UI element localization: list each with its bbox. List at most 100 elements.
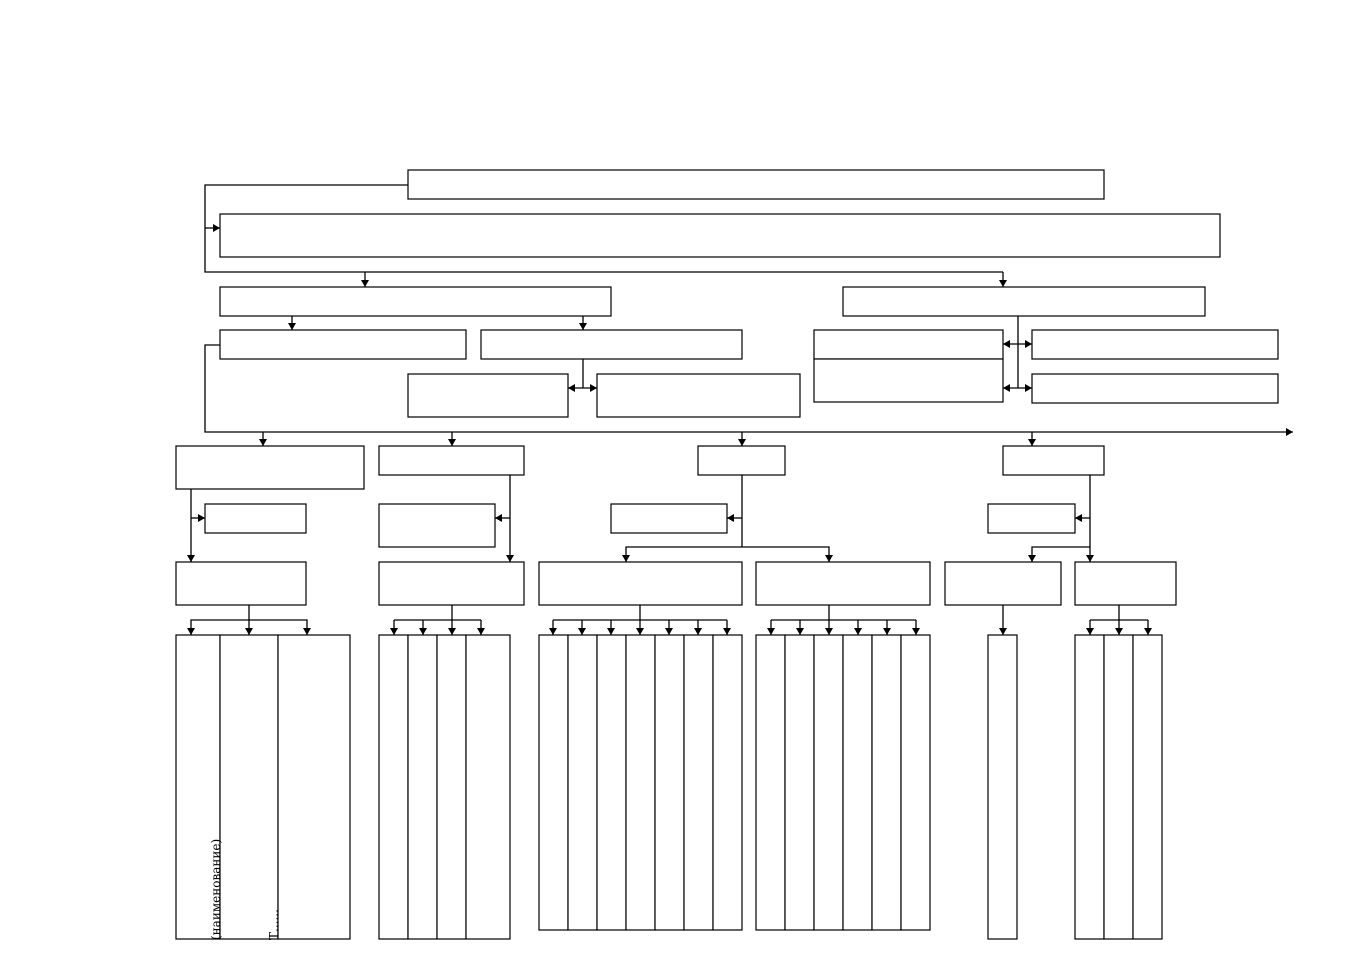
arrow-col2-mid bbox=[506, 555, 514, 562]
arrow-col4-b bbox=[1086, 555, 1094, 562]
col3b-leaf-6 bbox=[900, 634, 931, 931]
arrow-col3b-leaf-1 bbox=[796, 628, 804, 635]
col3b-leaf-1 bbox=[755, 634, 786, 931]
arrow-d bbox=[590, 384, 597, 392]
arrow-drop-col1 bbox=[259, 439, 267, 446]
col4b-leaf-1 bbox=[1074, 634, 1105, 940]
arrow-ra-r bbox=[1025, 340, 1032, 348]
col2-leaf-3 bbox=[436, 634, 467, 940]
right-sub-d bbox=[1031, 373, 1279, 404]
arrow-col2-side bbox=[495, 514, 502, 522]
arrow-col3b-leaf-4 bbox=[883, 628, 891, 635]
arrow-col3-b bbox=[825, 555, 833, 562]
arrow-col3a-leaf-5 bbox=[694, 628, 702, 635]
arrow-ra-l bbox=[1003, 340, 1010, 348]
col2-leaf-4 bbox=[465, 634, 511, 940]
col3b-leaf-4 bbox=[842, 634, 873, 931]
col3-split bbox=[625, 546, 830, 562]
right-sub-a bbox=[813, 329, 1004, 360]
left-sub-a bbox=[219, 329, 467, 360]
col1-label-b: Т...... bbox=[267, 909, 281, 940]
col3a-leaf-7 bbox=[712, 634, 743, 931]
arrow-col1-leaf-2 bbox=[303, 628, 311, 635]
arrow-col2-leaf-0 bbox=[390, 628, 398, 635]
arrow-col2-leaf-1 bbox=[419, 628, 427, 635]
arrow-col4-a bbox=[1028, 555, 1036, 562]
arrow-col4-side bbox=[1075, 514, 1082, 522]
left-sub-b bbox=[480, 329, 743, 360]
diagram-boxes bbox=[175, 169, 1279, 940]
arrow-col3-a bbox=[622, 555, 630, 562]
arrow-col3a-leaf-2 bbox=[607, 628, 615, 635]
arrow-col4b-leaf-1 bbox=[1115, 628, 1123, 635]
right-sub-c bbox=[1031, 329, 1279, 360]
col2-leaf-1 bbox=[378, 634, 409, 940]
arrow-col3-side bbox=[727, 514, 734, 522]
col3-head bbox=[697, 445, 786, 476]
col1-fan-r bbox=[249, 619, 308, 635]
second-box bbox=[219, 213, 1221, 258]
arrow-bus-end bbox=[1286, 428, 1293, 436]
col4-head bbox=[1002, 445, 1105, 476]
arrow-left-branch bbox=[361, 280, 369, 287]
col2-leaf-2 bbox=[407, 634, 438, 940]
col3b-leaf-5 bbox=[871, 634, 902, 931]
arrow-col2-leaf-3 bbox=[477, 628, 485, 635]
col1-leaf-2 bbox=[219, 634, 279, 940]
col4-split bbox=[1031, 546, 1090, 562]
arrow-lb-a bbox=[288, 323, 296, 330]
main-bus bbox=[204, 344, 1293, 433]
arrow-col3a-leaf-6 bbox=[723, 628, 731, 635]
arrow-right-branch bbox=[999, 280, 1007, 287]
col3a-leaf-5 bbox=[654, 634, 685, 931]
col3-mid-a bbox=[538, 561, 743, 606]
arrow-drop-col4 bbox=[1028, 439, 1036, 446]
arrow-col3b-leaf-3 bbox=[854, 628, 862, 635]
arrow-rb-l bbox=[1003, 384, 1010, 392]
col3a-leaf-6 bbox=[683, 634, 714, 931]
diagram-connectors bbox=[187, 184, 1293, 635]
arrow-col4b-leaf-0 bbox=[1086, 628, 1094, 635]
col4-side bbox=[987, 503, 1076, 534]
col4a-leaf-1 bbox=[987, 634, 1018, 940]
arrow-col4a-leaf bbox=[999, 628, 1007, 635]
col2-head bbox=[378, 445, 525, 476]
left-sub-c bbox=[407, 373, 569, 418]
col3a-leaf-2 bbox=[567, 634, 598, 931]
col3a-leaf-4 bbox=[625, 634, 656, 931]
col3-mid-b bbox=[755, 561, 931, 606]
col3b-leaf-3 bbox=[813, 634, 844, 931]
col3a-leaf-1 bbox=[538, 634, 569, 931]
col2-mid bbox=[378, 561, 525, 606]
col4b-leaf-3 bbox=[1132, 634, 1163, 940]
arrow-c bbox=[568, 384, 575, 392]
arrow-col1-mid bbox=[187, 555, 195, 562]
right-sub-b bbox=[813, 358, 1004, 403]
arrow-col3a-leaf-3 bbox=[636, 628, 644, 635]
right-branch-box bbox=[842, 286, 1206, 317]
col4-mid-b bbox=[1074, 561, 1177, 606]
col3-side bbox=[610, 503, 728, 534]
left-branch-box bbox=[219, 286, 612, 317]
diagram-labels: (наименование) Т...... bbox=[209, 839, 281, 940]
col1-leaf-1 bbox=[175, 634, 221, 940]
arrow-col3a-leaf-1 bbox=[578, 628, 586, 635]
arrow-lb-b bbox=[579, 323, 587, 330]
arrow-col2-leaf-2 bbox=[448, 628, 456, 635]
top-box bbox=[407, 169, 1105, 200]
arrow-col3b-leaf-5 bbox=[912, 628, 920, 635]
arrow-col1-leaf-0 bbox=[187, 628, 195, 635]
col4-mid-a bbox=[944, 561, 1062, 606]
arrow-col1-side bbox=[198, 514, 205, 522]
arrow-drop-col2 bbox=[448, 439, 456, 446]
col1-mid bbox=[175, 561, 307, 606]
arrow-to-second bbox=[213, 224, 220, 232]
arrow-col3b-leaf-2 bbox=[825, 628, 833, 635]
arrow-drop-col3 bbox=[738, 439, 746, 446]
col1-leaf-3 bbox=[277, 634, 351, 940]
arrow-rb-r bbox=[1025, 384, 1032, 392]
arrow-col3a-leaf-4 bbox=[665, 628, 673, 635]
col1-head bbox=[175, 445, 365, 490]
col1-side bbox=[204, 503, 307, 534]
